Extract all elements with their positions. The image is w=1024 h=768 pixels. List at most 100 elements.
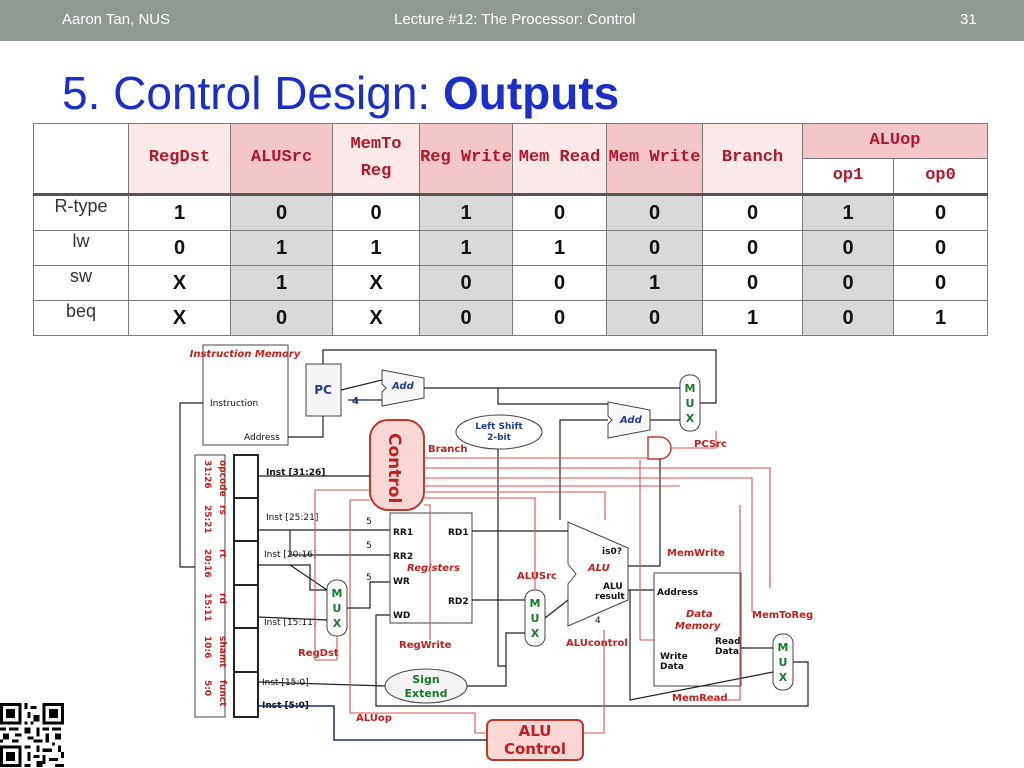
imem-address: Address [244,433,280,443]
field-bits: 10:6 [202,636,212,658]
field-bits: 15:11 [202,593,212,622]
table-cell: 0 [230,193,333,231]
col-op1: op1 [802,158,894,195]
svg-text:WD: WD [393,611,410,621]
svg-text:M: M [778,641,789,654]
col-memwrite: Mem Write [606,123,703,195]
svg-text:M: M [530,597,541,610]
svg-text:5: 5 [366,541,372,551]
field-name: rs [217,505,227,515]
field-name: rt [217,549,227,558]
col-op0: op0 [893,158,988,195]
left-shift-unit [455,414,543,450]
svg-text:Data: Data [715,647,739,657]
table-cell: 0 [419,265,513,301]
table-cell: X [332,300,420,336]
author-label: Aaron Tan, NUS [62,11,171,28]
pc-mux: M U X [679,374,701,432]
svg-text:U: U [531,612,540,625]
svg-text:U: U [333,602,342,615]
svg-text:X: X [333,617,342,630]
field-name: rd [217,593,227,604]
branch-adder [607,401,651,439]
control-unit [369,419,425,511]
alusrc-mux: M U X [524,589,546,647]
svg-text:5: 5 [366,517,372,527]
table-cell: X [128,300,231,336]
table-cell: X [128,265,231,301]
slide-title: 5. Control Design: Outputs [62,66,619,120]
svg-text:Memory: Memory [675,621,721,632]
regdst-label: RegDst [298,648,339,659]
row-label: R-type [33,193,129,231]
table-cell: 0 [332,193,420,231]
svg-text:Registers: Registers [407,563,460,574]
table-cell: 0 [702,193,803,231]
col-memtoreg: MemTo Reg [332,123,420,195]
field-bits: 20:16 [202,549,212,578]
instruction-fields [194,454,259,718]
table-cell: 0 [893,265,988,301]
alucontrol-label: ALUcontrol [566,638,628,649]
svg-text:M: M [685,382,696,395]
svg-text:U: U [686,397,695,410]
table-cell: 0 [606,230,703,266]
inst-25-21: Inst [25:21] [266,513,318,523]
svg-text:ALU: ALU [587,563,610,574]
field-name: funct [217,680,227,707]
table-cell: 1 [893,300,988,336]
pcsrc-label: PCSrc [694,439,727,450]
svg-text:Address: Address [657,588,698,598]
field-bits: 31:26 [202,460,212,489]
svg-text:Extend: Extend [404,687,447,700]
table-cell: 0 [802,300,894,336]
field-bits: 25:21 [202,505,212,534]
title-prefix: 5. Control Design: [62,67,443,119]
inst-15-11: Inst [15:11] [264,618,316,628]
table-cell: 0 [606,193,703,231]
inst-31-26: Inst [31:26] [266,468,325,478]
table-cell: 1 [230,265,333,301]
col-memread: Mem Read [512,123,607,195]
table-cell: 0 [419,300,513,336]
memtoreg-mux: M U X [772,633,794,691]
table-cell: 1 [802,193,894,231]
table-cell: 0 [893,230,988,266]
control-outputs-table: RegDst ALUSrc MemTo Reg Reg Write Mem Re… [33,123,988,336]
and-gate [647,436,672,460]
svg-text:is0?: is0? [602,547,622,557]
qr-code [0,703,64,767]
table-cell: 0 [512,193,607,231]
alu-unit [567,521,629,627]
field-name: shamt [217,636,227,668]
pc-label: PC [314,383,332,397]
svg-text:ALU: ALU [519,722,552,740]
field-name: opcode [217,460,227,497]
table-cell: 1 [419,193,513,231]
col-alusrc: ALUSrc [230,123,333,195]
memread-label: MemRead [672,693,728,704]
col-regwrite: Reg Write [419,123,513,195]
control-label: Control [384,433,404,503]
row-label: sw [33,265,129,301]
imem-title: Instruction Memory [190,349,301,360]
svg-text:result: result [595,592,625,602]
svg-text:RR2: RR2 [393,552,413,562]
aluop-label: ALUop [356,713,392,724]
svg-text:X: X [686,412,695,425]
field-bits: 5:0 [202,680,212,696]
lecture-title: Lecture #12: The Processor: Control [394,11,636,28]
svg-text:Read: Read [715,637,741,647]
svg-text:WR: WR [393,577,410,587]
alusrc-label: ALUSrc [517,571,557,582]
table-cell: 0 [230,300,333,336]
regdst-mux: M U X [326,579,348,637]
svg-text:Control: Control [504,740,566,758]
svg-text:Sign: Sign [412,673,439,686]
svg-text:RR1: RR1 [393,528,413,538]
pc-adder [381,369,425,407]
svg-text:Data: Data [686,609,713,620]
